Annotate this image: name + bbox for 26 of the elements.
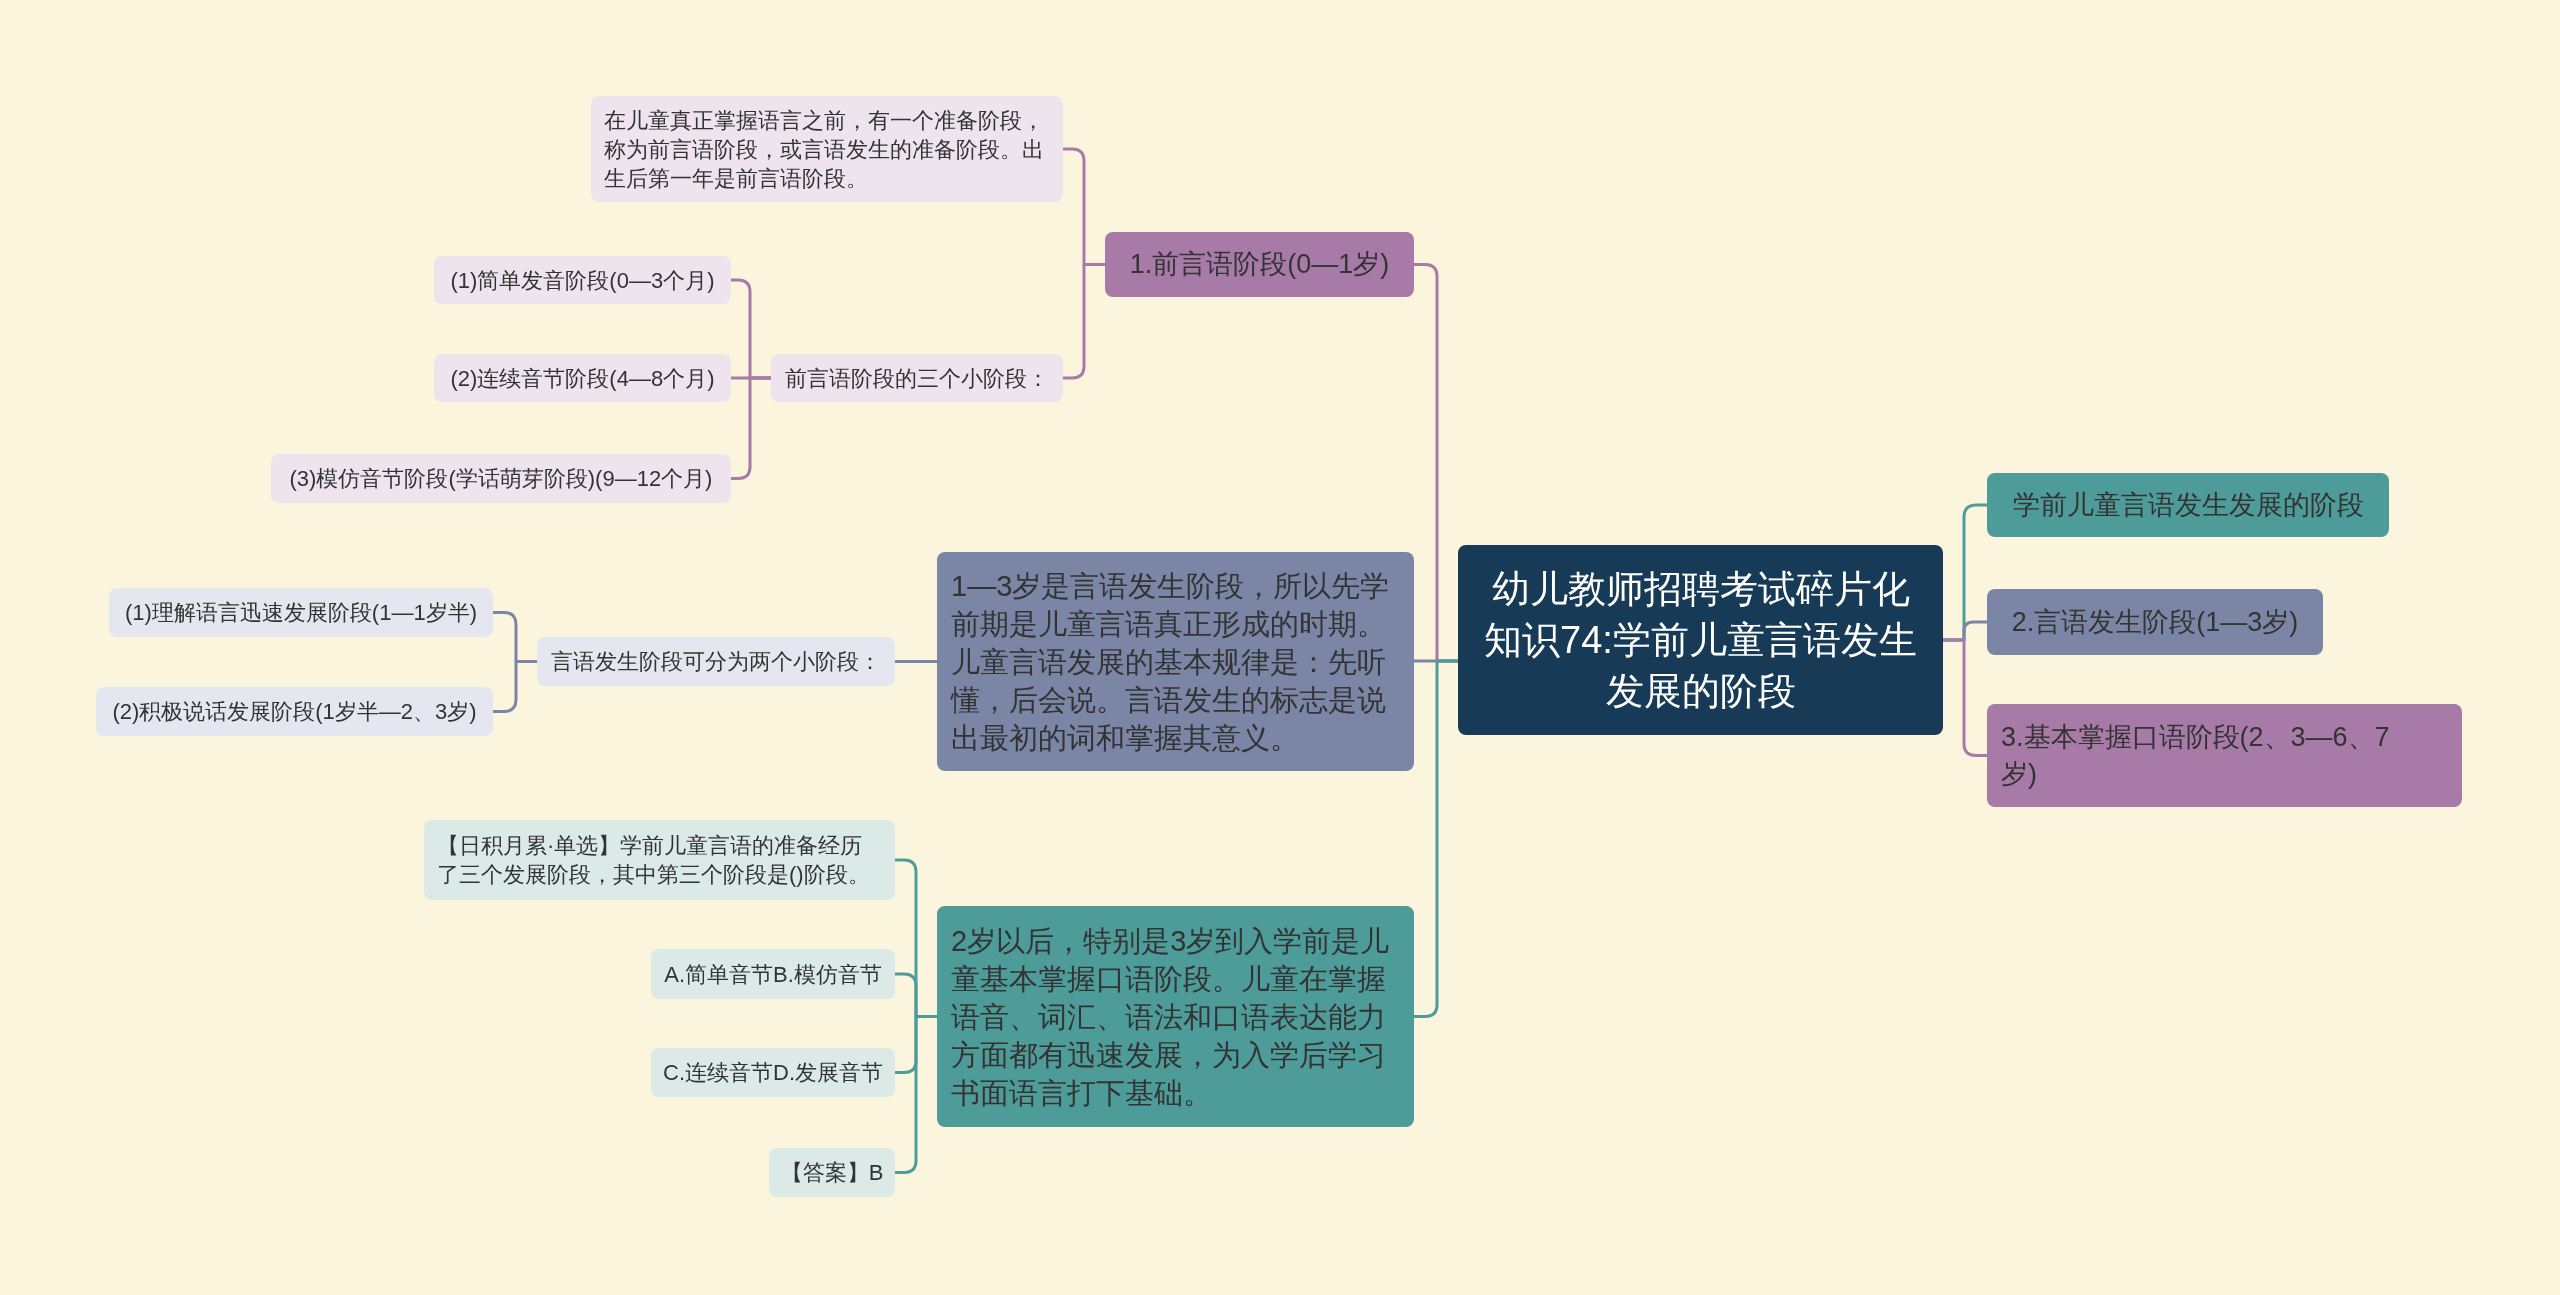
topic-box: 3.基本掌握口语阶段(2、3—6、7岁) [1987, 704, 2462, 807]
connector-line [895, 660, 937, 663]
connector-line [895, 1015, 937, 1174]
subtopic-box: 前言语阶段的三个小阶段： [771, 354, 1063, 402]
subtopic-box: (2)连续音节阶段(4—8个月) [434, 354, 731, 402]
subtopic-box: 言语发生阶段可分为两个小阶段： [537, 637, 895, 686]
subtopic-box: (2)积极说话发展阶段(1岁半—2、3岁) [96, 687, 493, 736]
topic-box: 1—3岁是言语发生阶段，所以先学前期是儿童言语真正形成的时期。儿童言语发展的基本规律是：先听懂，后会说。言语发生的标志是说出最初的词和掌握其意义。 [937, 552, 1414, 771]
connector-line [1943, 638, 1987, 757]
subtopic-box: (3)模仿音节阶段(学话萌芽阶段)(9—12个月) [271, 454, 731, 503]
connector-line [493, 660, 537, 713]
central-topic-box: 幼儿教师招聘考试碎片化知识74:学前儿童言语发生发展的阶段 [1458, 545, 1943, 735]
connector-line [1414, 659, 1458, 1018]
topic-box: 学前儿童言语发生发展的阶段 [1987, 473, 2389, 537]
topic-box: 1.前言语阶段(0—1岁) [1105, 232, 1414, 297]
subtopic-box: 【日积月累·单选】学前儿童言语的准备经历了三个发展阶段，其中第三个阶段是()阶段。 [424, 820, 895, 900]
subtopic-box: C.连续音节D.发展音节 [651, 1048, 895, 1097]
subtopic-box: (1)简单发音阶段(0—3个月) [434, 256, 731, 304]
topic-box: 2岁以后，特别是3岁到入学前是儿童基本掌握口语阶段。儿童在掌握语音、词汇、语法和口语表达能力方面都有迅速发展，为入学后学习书面语言打下基础。 [937, 906, 1414, 1127]
subtopic-box: 在儿童真正掌握语言之前，有一个准备阶段，称为前言语阶段，或言语发生的准备阶段。出生后第一年是前言语阶段。 [591, 96, 1063, 202]
connector-line [1063, 263, 1105, 380]
connector-line [731, 376, 771, 480]
subtopic-box: A.简单音节B.模仿音节 [651, 949, 895, 999]
subtopic-box: (1)理解语言迅速发展阶段(1—1岁半) [109, 588, 493, 637]
subtopic-box: 【答案】B [769, 1148, 895, 1197]
topic-box: 2.言语发生阶段(1—3岁) [1987, 589, 2323, 655]
